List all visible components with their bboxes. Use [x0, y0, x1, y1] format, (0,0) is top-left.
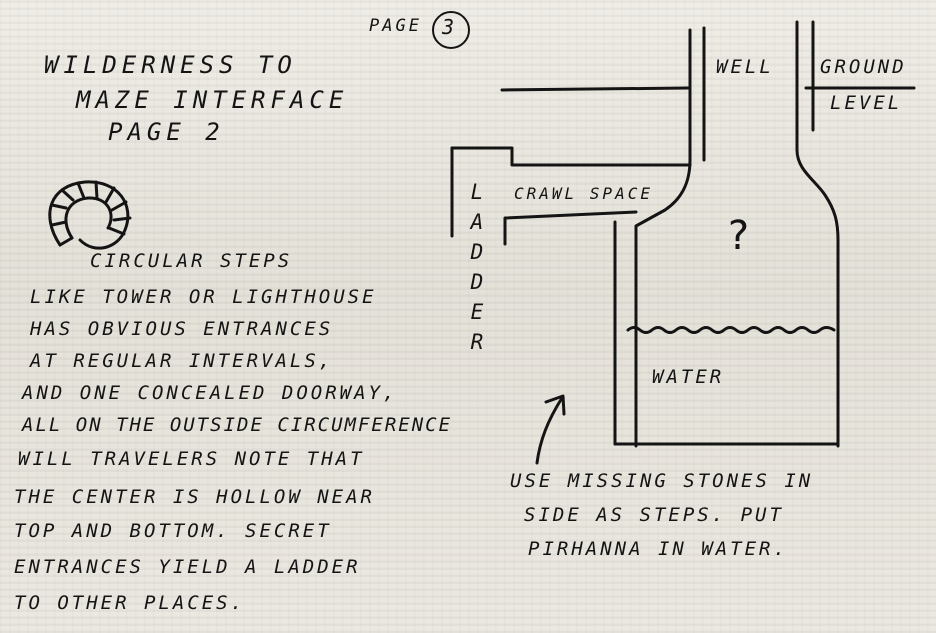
- title-line-1: WILDERNESS TO: [44, 51, 297, 79]
- steps-line-10: ENTRANCES YIELD A LADDER: [14, 556, 361, 578]
- title-line-2: MAZE INTERFACE: [76, 86, 349, 114]
- ground-label: GROUND: [820, 56, 907, 78]
- crawl-space-top: [450, 146, 692, 167]
- level-label: LEVEL: [830, 92, 903, 114]
- well-label: WELL: [716, 56, 774, 78]
- steps-line-9: TOP AND BOTTOM. SECRET: [14, 520, 332, 542]
- steps-line-11: TO OTHER PLACES.: [14, 592, 246, 614]
- title-line-3: PAGE 2: [108, 118, 225, 146]
- steps-line-4: AT REGULAR INTERVALS,: [30, 350, 334, 372]
- page-label: PAGE: [369, 16, 422, 36]
- note-line-2: SIDE AS STEPS. PUT: [524, 504, 784, 526]
- steps-line-3: HAS OBVIOUS ENTRANCES: [30, 318, 334, 340]
- ladder-label: LADDER: [465, 180, 489, 360]
- page-number-circle: [432, 11, 470, 49]
- well-shaft-left-wall: [634, 28, 692, 448]
- steps-line-1: CIRCULAR STEPS: [90, 250, 293, 272]
- note-line-1: USE MISSING STONES IN: [510, 470, 814, 492]
- steps-line-6: ALL ON THE OUTSIDE CIRCUMFERENCE: [22, 414, 453, 436]
- note-line-3: PIRHANNA IN WATER.: [528, 538, 788, 560]
- page-number: 3: [442, 15, 455, 39]
- steps-line-7: WILL TRAVELERS NOTE THAT: [18, 448, 365, 470]
- steps-line-8: THE CENTER IS HOLLOW NEAR: [14, 486, 375, 508]
- crawl-space-label: CRAWL SPACE: [514, 184, 653, 203]
- water-surface-icon: [626, 326, 836, 334]
- ground-line-left: [500, 86, 690, 92]
- crawl-space-floor: [503, 210, 638, 246]
- water-label: WATER: [652, 366, 725, 388]
- arrow-icon: [535, 394, 566, 465]
- well-shaft-right-wall: [795, 20, 840, 448]
- steps-line-2: LIKE TOWER OR LIGHTHOUSE: [30, 286, 377, 308]
- question-mark: ?: [726, 213, 751, 259]
- steps-line-5: AND ONE CONCEALED DOORWAY,: [22, 382, 398, 404]
- circular-steps-icon: [48, 180, 132, 250]
